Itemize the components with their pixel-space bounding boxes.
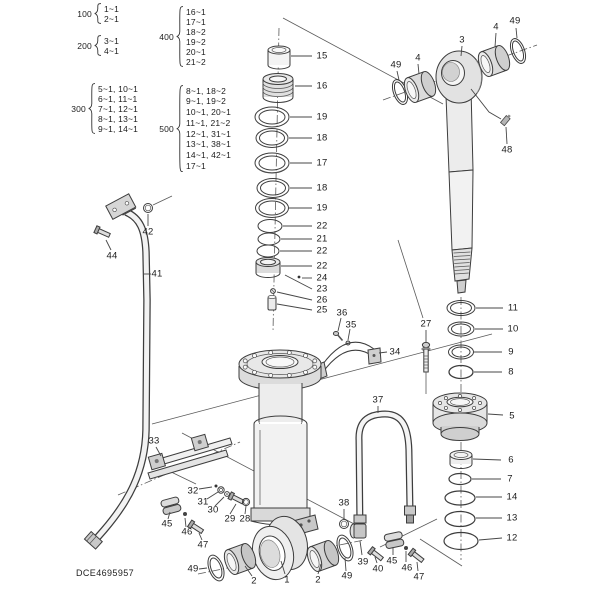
bolt-47-left: [186, 519, 205, 535]
bolt-47-right: [407, 547, 425, 564]
legend-row: 8~1, 18~2: [186, 85, 227, 96]
legend-row: 16~1: [186, 6, 206, 17]
cylinder-tube: [207, 349, 354, 582]
clamp-45-left: [160, 496, 182, 515]
pipe-flange: [105, 193, 137, 220]
gland-bolt-holes: [438, 394, 482, 412]
clamp-45-right: [383, 531, 405, 549]
legend-row: 4~1: [104, 45, 120, 56]
legend-row: 13~1, 38~1: [186, 139, 232, 150]
legend-group-id: 500: [159, 123, 174, 134]
legend-group-id: 400: [159, 31, 174, 42]
legend-brace: [176, 85, 184, 173]
bushing-2-left: [223, 543, 257, 575]
head-bolt-holes: [242, 350, 318, 378]
legend-row: 1~1: [104, 3, 120, 14]
legend-brace: [94, 35, 102, 56]
clamp-bar-assembly: [147, 433, 425, 564]
gland-seal-stack: [421, 300, 488, 551]
legend-row: 12~1, 31~1: [186, 128, 232, 139]
legend-group-id: 300: [71, 103, 86, 114]
rod-assembly: [391, 38, 527, 294]
legend-row: 9~1, 19~2: [186, 96, 227, 107]
legend-row: 21~2: [186, 56, 206, 67]
legend-row: 6~1, 11~1: [98, 93, 138, 104]
legend-row: 19~2: [186, 36, 206, 47]
grease-nipple-48: [499, 114, 511, 127]
hose-assembly: [339, 410, 416, 562]
legend-row: 17~1: [186, 161, 206, 172]
legend-brace: [176, 6, 184, 67]
legend-group-id: 200: [77, 40, 92, 51]
legend-row: 17~1: [186, 16, 206, 27]
piston-seal-stack: [254, 45, 351, 346]
legend-row: 9~1, 14~1: [98, 123, 139, 134]
leader-lines: [105, 27, 518, 577]
legend-group-id: 100: [77, 8, 92, 19]
legend-brace: [88, 83, 96, 134]
ring-49-right: [336, 534, 354, 562]
drawing-code: DCE4695957: [76, 568, 135, 578]
legend-row: 11~1, 21~2: [186, 117, 231, 128]
legend-row: 18~2: [186, 26, 206, 37]
bushing-2-right: [306, 540, 340, 572]
bolt-29: [227, 491, 245, 505]
legend-row: 3~1: [104, 35, 120, 46]
ring-49-left: [207, 554, 225, 582]
legend-brace: [94, 3, 102, 24]
pipe-end-fitting: [83, 530, 103, 550]
bolt-40: [366, 545, 385, 562]
bolt-27: [421, 341, 431, 394]
legend-row: 10~1, 20~1: [186, 107, 232, 118]
legend-row: 14~1, 42~1: [186, 150, 232, 161]
legend-row: 20~1: [186, 46, 206, 57]
legend-row: 7~1, 12~1: [98, 103, 139, 114]
legend-row: 8~1, 13~1: [98, 113, 139, 124]
bolt-44: [93, 225, 111, 238]
legend-row: 2~1: [104, 13, 120, 24]
return-pipe: [83, 193, 173, 550]
legend-row: 5~1, 10~1: [98, 83, 139, 94]
